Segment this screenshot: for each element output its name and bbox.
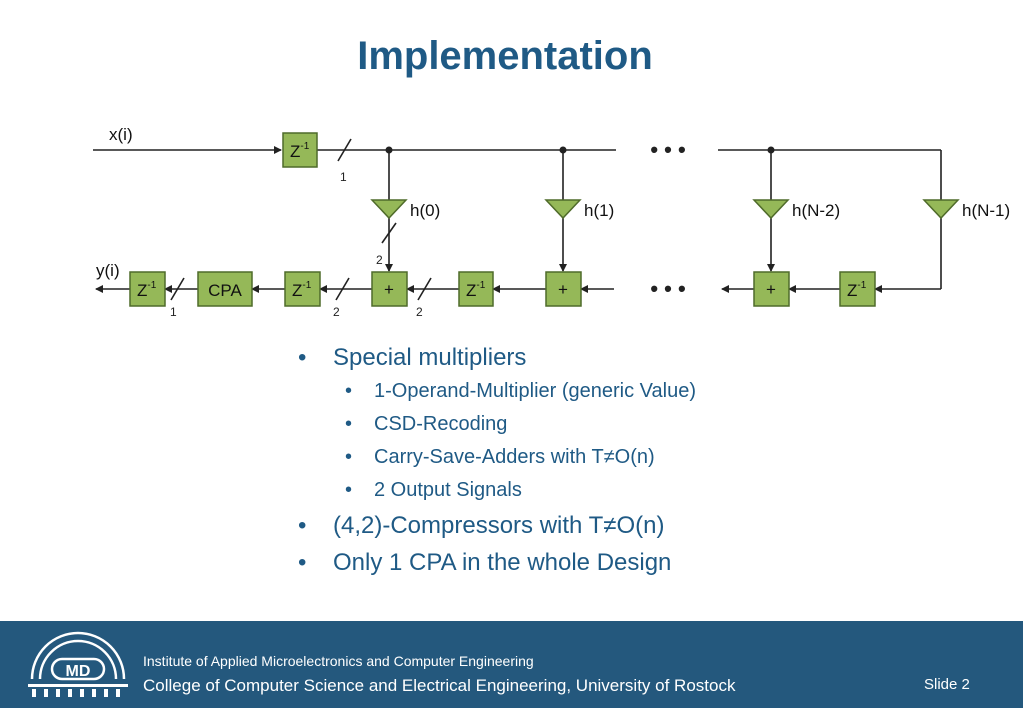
slide-number: Slide 2 xyxy=(924,676,970,693)
ellipsis-top: • • • xyxy=(650,137,685,162)
tap-dot xyxy=(559,146,567,154)
delay-label: Z-1 xyxy=(466,280,486,300)
cpa-block xyxy=(197,271,253,307)
bullet-list: Special multipliers 1-Operand-Multiplier… xyxy=(296,344,696,586)
delay-block-1 xyxy=(284,271,321,307)
delay-label: Z-1 xyxy=(292,280,312,300)
delay-block-3 xyxy=(839,271,876,307)
sub-bullet: Carry-Save-Adders with T≠O(n) xyxy=(296,446,696,469)
sub-bullet: CSD-Recoding xyxy=(296,413,696,436)
bullet-special-multipliers: Special multipliers 1-Operand-Multiplier… xyxy=(296,344,696,502)
institute-name: Institute of Applied Microelectronics an… xyxy=(143,653,534,669)
adder-label: + xyxy=(558,280,568,299)
adder-2 xyxy=(545,271,582,307)
multiplier-hn1 xyxy=(922,199,960,220)
adder-1 xyxy=(371,271,408,307)
bus-slash xyxy=(170,277,185,301)
adder-3 xyxy=(753,271,790,307)
coef-label: h(1) xyxy=(584,201,614,220)
tap-dot xyxy=(767,146,775,154)
bus-width-label: 2 xyxy=(333,305,340,319)
delay-label: Z-1 xyxy=(137,280,157,300)
delay-block-input xyxy=(282,132,318,168)
adder-label: + xyxy=(384,280,394,299)
bus-slash xyxy=(381,222,397,244)
bullet-compressors: (4,2)-Compressors with T≠O(n) xyxy=(296,512,696,540)
cpa-label: CPA xyxy=(208,281,242,300)
delay-block-2 xyxy=(458,271,494,307)
bullet-text: Special multipliers xyxy=(333,344,527,371)
bus-width-label: 1 xyxy=(170,305,177,319)
input-label: x(i) xyxy=(109,125,133,144)
university-logo: MD xyxy=(28,631,128,697)
tap-dot xyxy=(385,146,393,154)
delay-block-output xyxy=(129,271,166,307)
logo-text: MD xyxy=(66,663,91,680)
multiplier-h0 xyxy=(370,199,408,220)
ellipsis-bottom: • • • xyxy=(650,276,685,301)
coef-label: h(N-2) xyxy=(792,201,840,220)
coef-label: h(N-1) xyxy=(962,201,1010,220)
fir-filter-diagram: • • • • • • Z-1 Z-1 CPA Z-1 + Z-1 + + Z-… xyxy=(93,125,1010,319)
slide-title: Implementation xyxy=(357,34,653,78)
bus-slash xyxy=(337,138,352,162)
bullet-one-cpa: Only 1 CPA in the whole Design xyxy=(296,549,696,577)
adder-label: + xyxy=(766,280,776,299)
bus-slash xyxy=(335,277,350,301)
coef-label: h(0) xyxy=(410,201,440,220)
sub-bullet: 1-Operand-Multiplier (generic Value) xyxy=(296,380,696,403)
bus-width-label: 1 xyxy=(340,170,347,184)
college-name: College of Computer Science and Electric… xyxy=(143,676,736,695)
multiplier-hn2 xyxy=(752,199,790,220)
sub-bullet: 2 Output Signals xyxy=(296,479,696,502)
bus-width-label: 2 xyxy=(376,253,383,267)
delay-label: Z-1 xyxy=(847,280,867,300)
multiplier-h1 xyxy=(544,199,582,220)
footer-bar: MD Institute of Applied Microelectronics… xyxy=(0,621,1023,708)
output-label: y(i) xyxy=(96,261,120,280)
sub-bullet-list: 1-Operand-Multiplier (generic Value) CSD… xyxy=(333,380,696,502)
delay-label: Z-1 xyxy=(290,141,310,161)
bus-slash xyxy=(417,277,432,301)
bus-width-label: 2 xyxy=(416,305,423,319)
